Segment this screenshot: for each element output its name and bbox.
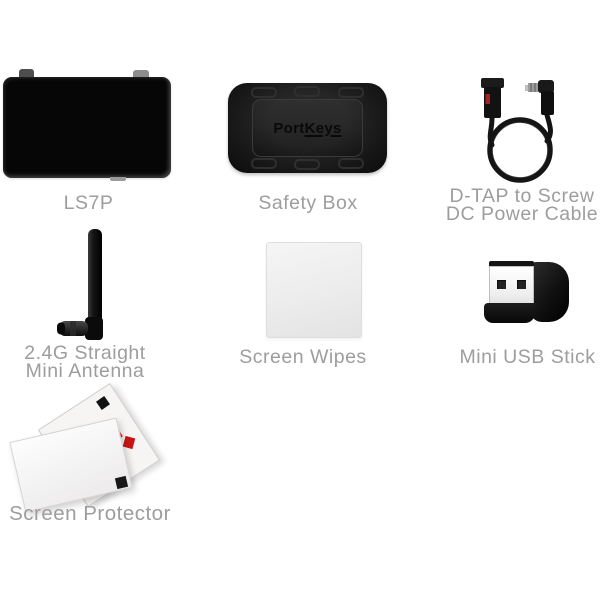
screen-wipes-label: Screen Wipes [239, 346, 367, 368]
usb-stick-label: Mini USB Stick [459, 346, 596, 368]
cable-loop [487, 117, 553, 183]
protector-sheet-front [9, 417, 133, 513]
ls7p-label: LS7P [63, 192, 114, 214]
usb-stick-cap [484, 303, 535, 323]
monitor-foot [110, 177, 126, 181]
box-latch [251, 87, 277, 98]
antenna-rod [88, 229, 102, 339]
dtap-connector [481, 78, 504, 88]
monitor-mount-bump [19, 69, 34, 79]
antenna-image [57, 229, 103, 340]
safety-box-label: Safety Box [258, 192, 358, 214]
box-latch [294, 86, 320, 97]
antenna-hinge [85, 317, 103, 340]
screw-connector-elbow [538, 80, 554, 93]
dtap-cable-label: D-TAP to Screw DC Power Cable [445, 185, 599, 225]
screen-wipes-image [266, 242, 362, 338]
usb-stick-image [483, 255, 573, 327]
usb-stick-body [530, 262, 569, 322]
safety-box-image: PortKeys [228, 83, 387, 173]
box-recessed-panel: PortKeys [252, 99, 363, 157]
box-latch [338, 87, 364, 98]
screw-connector-thread [528, 83, 540, 92]
antenna-label: 2.4G Straight Mini Antenna [24, 342, 146, 382]
box-latch [338, 158, 364, 169]
screen-protector-label: Screen Protector [9, 502, 171, 525]
usb-contact-hole [497, 280, 506, 289]
monitor-mount-bump [133, 70, 149, 79]
screen-protector-image [9, 383, 161, 515]
dtap-power-cable-image [481, 78, 554, 183]
portkeys-brand-logo: PortKeys [273, 119, 342, 137]
dtap-red-marking [485, 94, 490, 104]
usb-contact-hole [517, 280, 526, 289]
box-latch [294, 159, 320, 170]
usb-plug-top [489, 261, 534, 269]
box-latch [251, 158, 277, 169]
monitor-screen [3, 77, 171, 178]
